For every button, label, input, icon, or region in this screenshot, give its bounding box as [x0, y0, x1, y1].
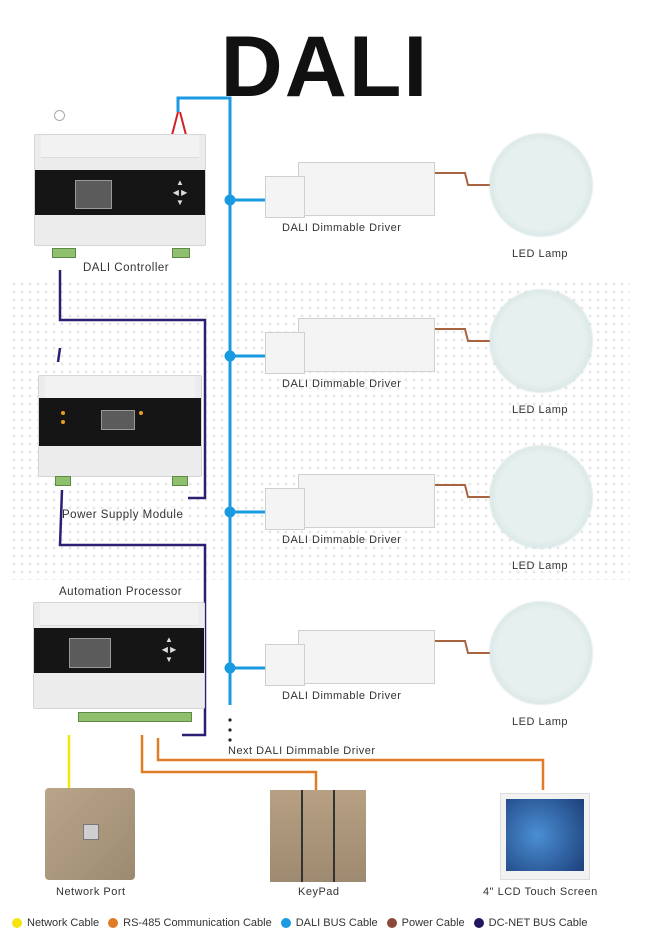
lcd-display [101, 410, 135, 430]
touch-screen-label: 4" LCD Touch Screen [483, 886, 598, 898]
automation-processor-label: Automation Processor [59, 586, 183, 598]
touch-screen-display [506, 799, 584, 871]
driver-label: DALI Dimmable Driver [282, 222, 402, 234]
driver-label: DALI Dimmable Driver [282, 534, 402, 546]
lamp-label: LED Lamp [512, 248, 568, 260]
power-cable [432, 172, 492, 654]
power-supply-label: Power Supply Module [62, 509, 184, 521]
nav-buttons[interactable]: ▲◀ ▶▼ [172, 178, 188, 207]
driver-label: DALI Dimmable Driver [282, 378, 402, 390]
keypad-button[interactable] [270, 790, 301, 882]
dc-net-bus-cable [56, 270, 207, 737]
legend-color-icon [108, 917, 119, 928]
keypad-label: KeyPad [298, 886, 340, 898]
dali-driver[interactable] [298, 630, 435, 684]
lcd-display [69, 638, 111, 668]
dali-controller[interactable]: ▲◀ ▶▼ [32, 110, 206, 258]
keypad[interactable] [270, 790, 367, 882]
legend-color-icon [12, 917, 22, 928]
legend-item: DALI BUS Cable [280, 917, 378, 929]
next-driver-label: Next DALI Dimmable Driver [228, 745, 376, 757]
legend: Network Cable RS-485 Communication Cable D… [12, 914, 650, 932]
mount-hole-icon [54, 110, 65, 121]
dali-driver[interactable] [298, 162, 435, 216]
dali-driver-module [265, 332, 305, 374]
dali-driver-module [265, 176, 305, 218]
legend-item: Network Cable [12, 917, 99, 929]
keypad-button[interactable] [335, 790, 367, 882]
lamp-label: LED Lamp [512, 404, 568, 416]
dali-driver-module [265, 644, 305, 686]
legend-item: DC-NET BUS Cable [473, 917, 587, 929]
lcd-touch-screen[interactable] [500, 793, 590, 880]
continuation-dots [228, 718, 232, 742]
keypad-button[interactable] [302, 790, 334, 882]
page-title: DALI [220, 19, 430, 115]
power-supply-module[interactable] [38, 375, 202, 477]
dali-bus-cable [176, 96, 265, 705]
rs485-cable [140, 735, 545, 790]
nav-buttons[interactable]: ▲◀ ▶▼ [161, 635, 177, 664]
dali-driver-module [265, 488, 305, 530]
driver-label: DALI Dimmable Driver [282, 690, 402, 702]
lamp-label: LED Lamp [512, 716, 568, 728]
dali-driver[interactable] [298, 474, 435, 528]
lamp-label: LED Lamp [512, 560, 568, 572]
network-port[interactable] [45, 788, 135, 880]
legend-item: RS-485 Communication Cable [108, 917, 272, 929]
led-lamp [490, 134, 592, 236]
led-lamp [490, 446, 592, 548]
dali-controller-label: DALI Controller [83, 262, 170, 274]
lcd-display [75, 180, 112, 209]
led-lamp [490, 602, 592, 704]
ethernet-jack-icon [83, 824, 99, 840]
automation-processor[interactable]: ▲◀ ▶▼ [33, 602, 205, 709]
network-port-label: Network Port [56, 886, 126, 898]
led-lamp [490, 290, 592, 392]
legend-color-icon [473, 917, 484, 928]
legend-color-icon [386, 917, 397, 928]
legend-item: Power Cable [386, 917, 465, 929]
legend-color-icon [280, 917, 291, 928]
dali-driver[interactable] [298, 318, 435, 372]
